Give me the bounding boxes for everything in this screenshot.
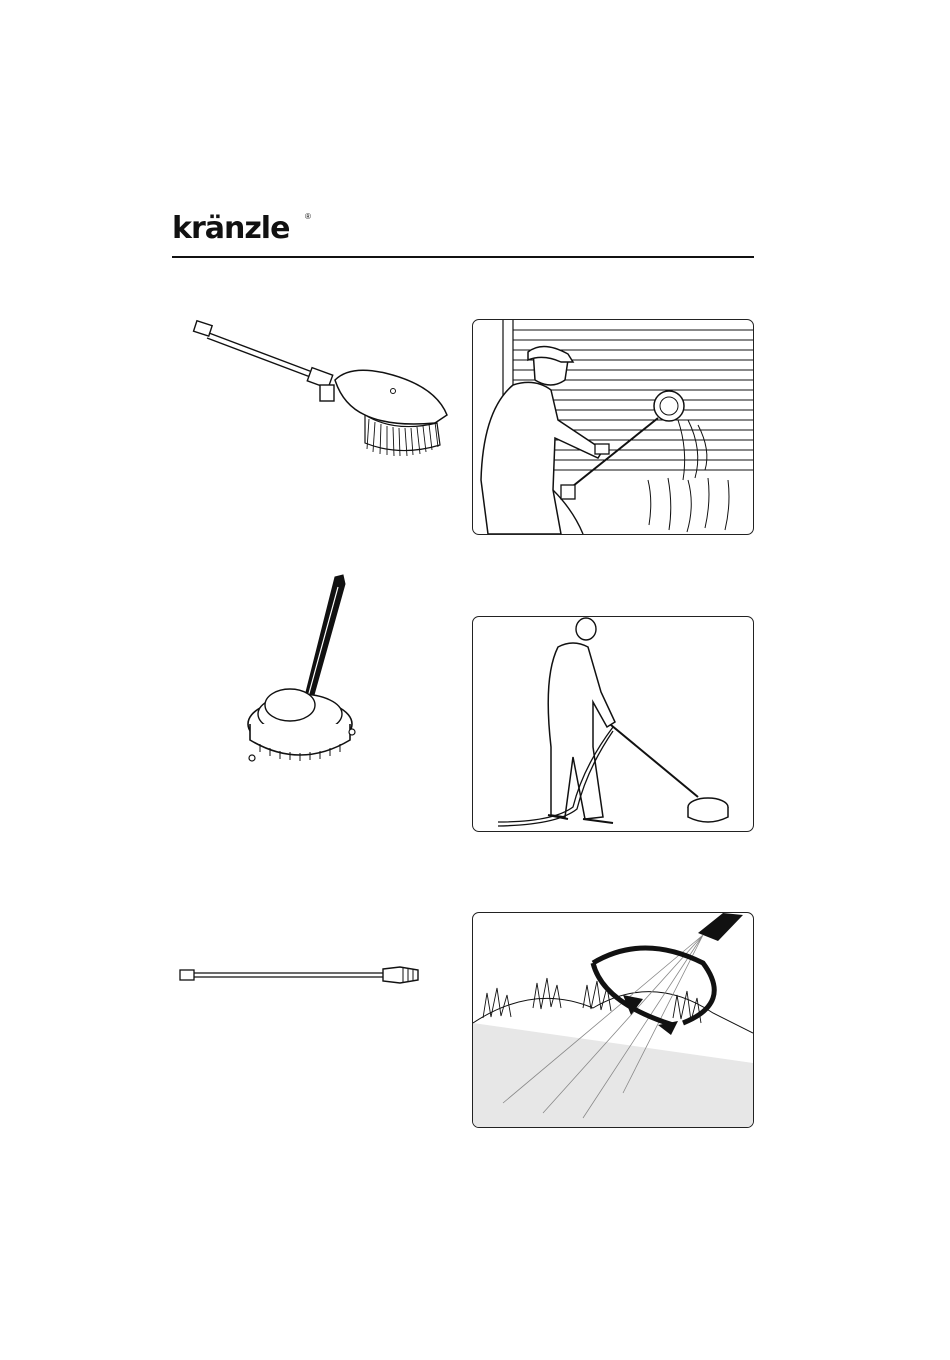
rotating-brush-lance-icon: [185, 315, 460, 465]
brand-name: kränzle: [172, 211, 289, 246]
rotor-nozzle-lance-icon: [178, 965, 423, 985]
header-divider: [172, 256, 754, 258]
surface-cleaner-lance-icon: [240, 572, 390, 767]
worker-cleaning-ground-scene: [472, 616, 754, 832]
brand-logo: kränzle ®: [172, 214, 289, 244]
rotating-jet-spray-scene: [472, 912, 754, 1128]
registered-mark: ®: [305, 212, 311, 221]
worker-brushing-shutter-scene: [472, 319, 754, 535]
